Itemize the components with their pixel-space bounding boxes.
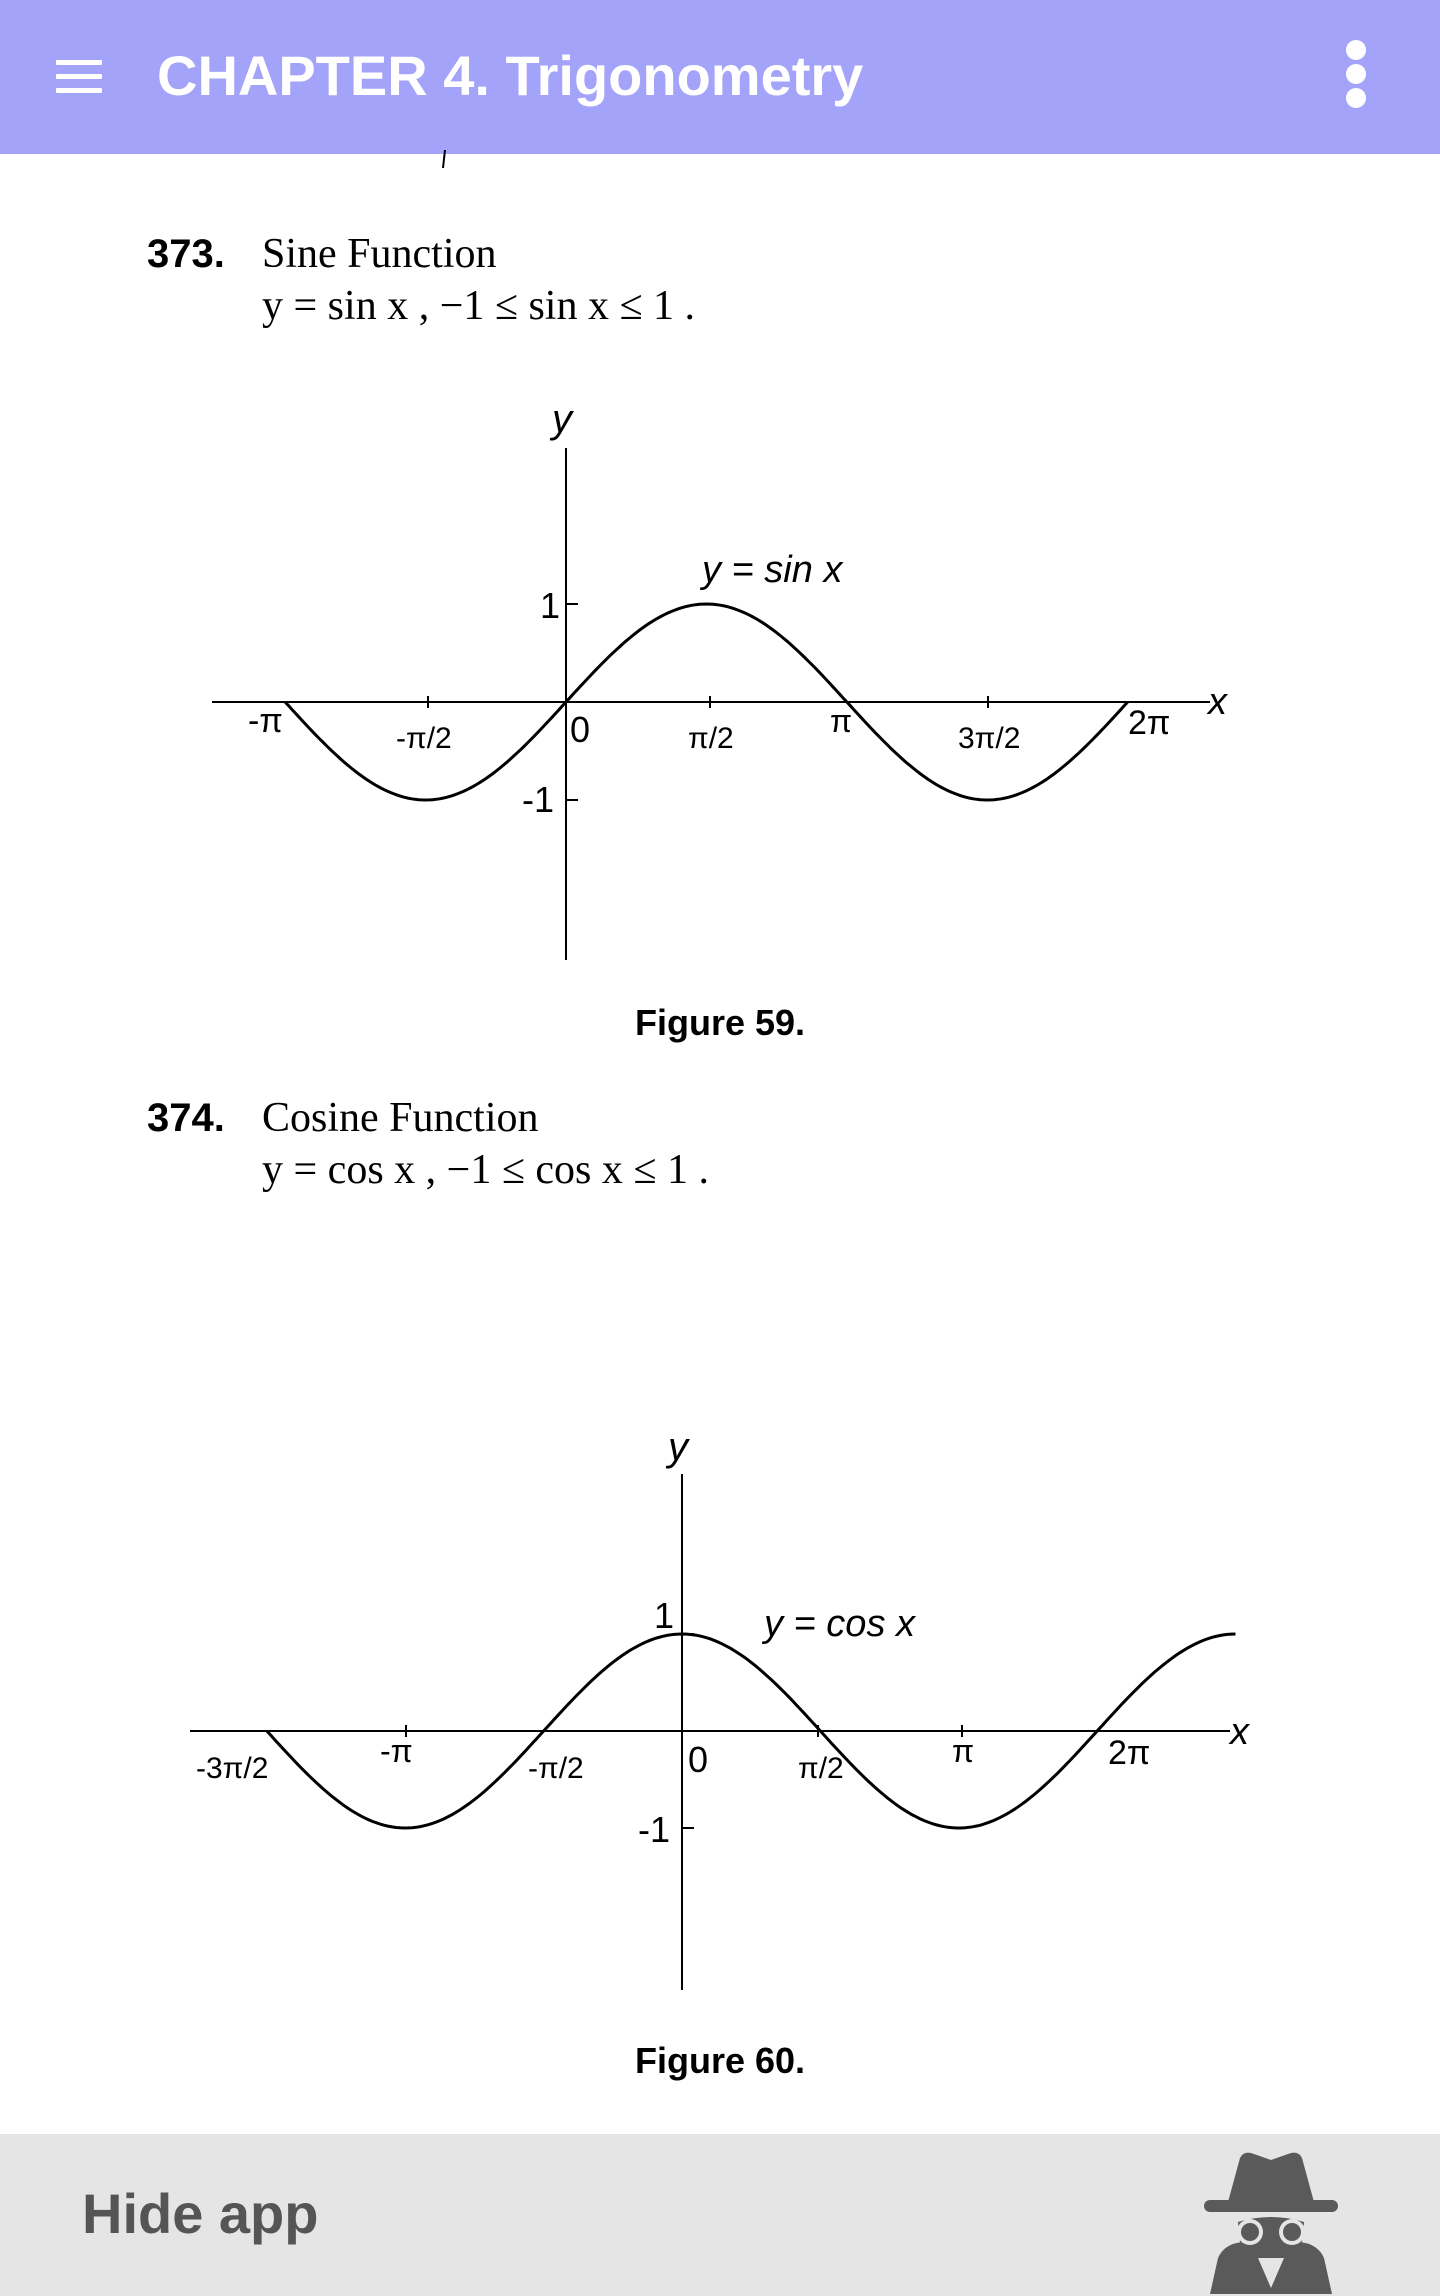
problem-title: Sine Function [262, 231, 497, 277]
y-tick-label: 1 [540, 585, 560, 626]
y-axis-label: y [665, 1425, 691, 1469]
sine-graph: y x y = sin x 0 1 -1 -π -π/2 π/2 π 3π/2 … [212, 397, 1229, 960]
x-tick-label: -3π/2 [196, 1752, 268, 1785]
cropped-glyph [442, 150, 446, 168]
x-tick-label: π/2 [688, 722, 734, 755]
more-vertical-icon[interactable] [1341, 36, 1371, 112]
figure-caption: Figure 60. [634, 2040, 806, 2081]
y-tick-label: -1 [638, 1809, 670, 1850]
bottom-bar: Hide app [0, 2134, 1440, 2296]
x-axis-label: x [1228, 1711, 1251, 1753]
x-tick-label: -π/2 [396, 722, 452, 755]
y-tick-label: 1 [654, 1595, 674, 1636]
problem-formula: y = cos x , −1 ≤ cos x ≤ 1 . [262, 1147, 709, 1193]
problem-number: 373. [147, 232, 225, 276]
hamburger-menu-icon[interactable] [56, 60, 102, 94]
page-title: CHAPTER 4. Trigonometry [157, 44, 864, 107]
origin-label: 0 [688, 1739, 708, 1780]
x-tick-label: π [952, 1733, 974, 1769]
incognito-spy-icon[interactable] [1190, 2148, 1352, 2294]
x-tick-label: π [830, 703, 852, 739]
problem-number: 374. [147, 1096, 225, 1140]
x-tick-label: 2π [1108, 1734, 1150, 1772]
x-tick-label: -π/2 [528, 1752, 584, 1785]
curve-label: y = sin x [699, 549, 844, 591]
problem-formula: y = sin x , −1 ≤ sin x ≤ 1 . [262, 283, 696, 329]
x-tick-label: 2π [1128, 704, 1170, 742]
sine-curve [284, 602, 1129, 802]
curve-label: y = cos x [761, 1603, 917, 1645]
app-bar: CHAPTER 4. Trigonometry [0, 0, 1440, 154]
x-tick-label: 3π/2 [958, 722, 1020, 755]
figure-caption: Figure 59. [634, 1002, 806, 1043]
cosine-graph: y x y = cos x 0 1 -1 -3π/2 -π -π/2 π/2 π… [190, 1425, 1251, 1990]
problem-title: Cosine Function [262, 1095, 539, 1141]
cosine-curve [265, 1632, 1236, 1830]
y-tick-label: -1 [522, 779, 554, 820]
x-tick-label: -π [380, 1733, 413, 1769]
x-axis-label: x [1206, 681, 1229, 723]
x-tick-label: -π [248, 702, 283, 740]
origin-label: 0 [570, 709, 590, 750]
x-tick-label: π/2 [798, 1752, 844, 1785]
y-axis-label: y [549, 397, 575, 441]
hide-app-button[interactable]: Hide app [82, 2182, 319, 2245]
